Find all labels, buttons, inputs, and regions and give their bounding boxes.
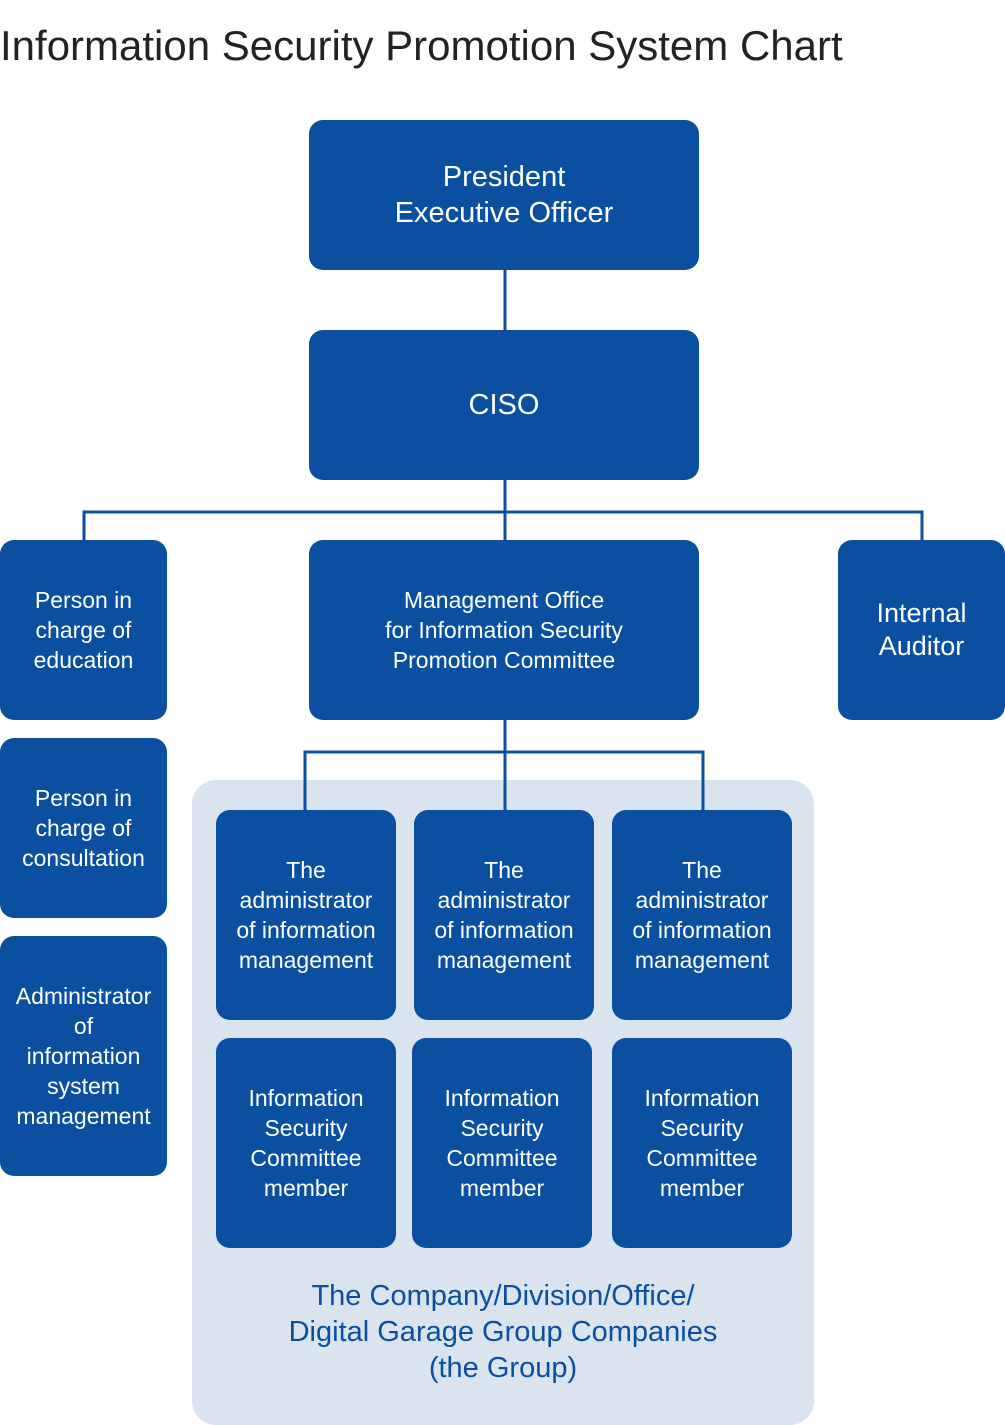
committee-member-line: Committee (646, 1145, 758, 1171)
group-label-line: Digital Garage Group Companies (288, 1316, 718, 1348)
management-office-line: for Information Security (385, 617, 623, 643)
committee-member-box: Information Security Committee member (412, 1038, 592, 1248)
committee-member-line: member (659, 1175, 745, 1201)
internal-auditor-box: Internal Auditor (838, 540, 1005, 720)
info-admin-line: management (436, 947, 572, 973)
group-label-line: The Company/Division/Office/ (311, 1280, 695, 1312)
page-title: Information Security Promotion System Ch… (0, 22, 843, 69)
info-admin-line: The (286, 857, 326, 883)
management-office-line: Management Office (403, 587, 605, 613)
consultation-box: Person in charge of consultation (0, 738, 167, 918)
committee-member-line: member (459, 1175, 545, 1201)
committee-member-line: Information (444, 1085, 560, 1111)
committee-member-line: member (263, 1175, 349, 1201)
info-admin-line: The (484, 857, 524, 883)
info-admin-line: of information (632, 917, 772, 943)
system-admin-line: management (16, 1103, 151, 1129)
internal-auditor-line: Auditor (878, 631, 965, 661)
committee-member-box: Information Security Committee member (216, 1038, 396, 1248)
education-line: education (33, 647, 134, 673)
info-admin-line: administrator (635, 887, 769, 913)
info-admin-line: administrator (437, 887, 571, 913)
group-label-line: (the Group) (428, 1352, 578, 1384)
president-label: President (442, 161, 566, 193)
info-admin-line: The (682, 857, 722, 883)
education-line: charge of (35, 617, 132, 643)
system-admin-line: system (47, 1073, 120, 1099)
committee-member-line: Information (644, 1085, 760, 1111)
ciso-box: CISO (309, 330, 699, 480)
management-office-line: Promotion Committee (392, 647, 616, 673)
system-admin-line: information (26, 1043, 141, 1069)
info-admin-box: The administrator of information managem… (612, 810, 792, 1020)
info-admin-line: management (634, 947, 770, 973)
executive-officer-label: Executive Officer (394, 197, 614, 229)
committee-member-line: Information (248, 1085, 364, 1111)
committee-member-line: Security (264, 1115, 348, 1141)
committee-member-line: Committee (250, 1145, 362, 1171)
system-admin-line: of (73, 1013, 94, 1039)
info-admin-line: management (238, 947, 374, 973)
group-label: The Company/Division/Office/ Digital Gar… (192, 1278, 814, 1386)
system-admin-line: Administrator (15, 983, 152, 1009)
president-box: President Executive Officer (309, 120, 699, 270)
info-admin-line: of information (434, 917, 574, 943)
info-admin-box: The administrator of information managem… (216, 810, 396, 1020)
management-office-box: Management Office for Information Securi… (309, 540, 699, 720)
committee-member-line: Security (460, 1115, 544, 1141)
ciso-label: CISO (468, 389, 540, 421)
info-admin-line: of information (236, 917, 376, 943)
committee-member-line: Committee (446, 1145, 558, 1171)
committee-member-line: Security (660, 1115, 744, 1141)
info-admin-line: administrator (239, 887, 373, 913)
info-admin-box: The administrator of information managem… (414, 810, 594, 1020)
committee-member-box: Information Security Committee member (612, 1038, 792, 1248)
consultation-line: consultation (22, 845, 145, 871)
education-box: Person in charge of education (0, 540, 167, 720)
education-line: Person in (34, 587, 133, 613)
consultation-line: charge of (35, 815, 132, 841)
connector-ciso-branch (82, 510, 924, 542)
consultation-line: Person in (34, 785, 133, 811)
system-admin-box: Administrator of information system mana… (0, 936, 167, 1176)
internal-auditor-line: Internal (876, 598, 967, 628)
